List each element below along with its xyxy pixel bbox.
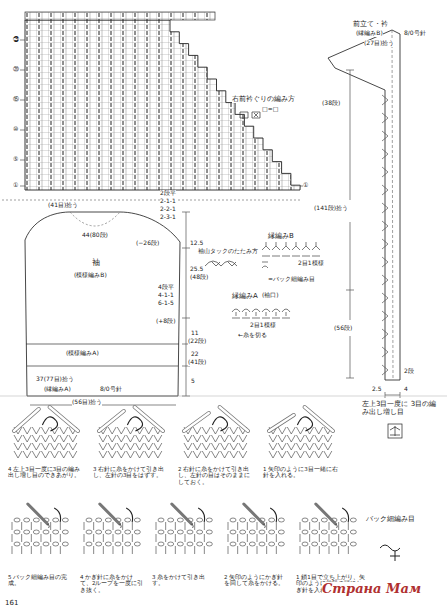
dimension-label: (38段) <box>322 100 340 107</box>
dimension-label: (模様編みB) <box>74 272 107 279</box>
dimension-label: 袖 <box>92 258 100 267</box>
dimension-label: (袖口) <box>262 292 279 299</box>
dimension-label: 12.5 <box>190 240 203 247</box>
dimension-label: 8/0号針 <box>404 30 426 37</box>
row-number: ⑳ <box>13 66 19 73</box>
dimension-label: 4 <box>404 386 408 393</box>
dimension-label: (48段) <box>190 274 208 281</box>
dimension-label: (模様編みA) <box>66 350 99 357</box>
dimension-label: 縁編みA <box>232 292 258 300</box>
dimension-label: 2-2-1 <box>160 206 176 213</box>
dimension-label: 37(77目)拾う <box>36 376 74 383</box>
dimension-label: 4段平 <box>158 284 174 291</box>
dimension-label: (141段)拾う <box>314 205 348 212</box>
row-number: ㉕ <box>13 36 19 43</box>
step-caption: 4 左上3目一度に3目の編み出し増し目のできあがり。 <box>8 466 84 479</box>
dimension-label: 11 <box>191 330 199 337</box>
dimension-label: (56段) <box>334 325 352 332</box>
watermark: Страна Мам <box>322 582 421 597</box>
dimension-label: 2-3-1 <box>160 214 176 221</box>
step-caption: 2 右針に糸をかけて引き出し、左針の目はそのままにしておく。 <box>178 466 254 485</box>
row-number: ⑩ <box>13 126 18 133</box>
row-number: ① <box>303 182 308 189</box>
dimension-label: 6-1-5 <box>158 300 174 307</box>
dimension-label: 2目1模様 <box>298 260 324 267</box>
dimension-label: 2目1模様 <box>250 322 276 329</box>
dimension-label: (−26段) <box>136 240 159 247</box>
dimension-label: =バック細編み目 <box>268 276 315 283</box>
diagram-heading: バック細編み目 <box>366 515 415 523</box>
row-number: ① <box>13 182 18 189</box>
page-number: 161 <box>5 599 18 607</box>
dimension-label: 8/0号針 <box>100 386 122 393</box>
dimension-label: 縁編みB <box>268 232 294 240</box>
dimension-label: 44(80段) <box>82 232 108 239</box>
dimension-label: 2.5 <box>372 386 382 393</box>
dimension-label: 2-1-1 <box>160 198 176 205</box>
dimension-label: ←糸を切る <box>238 332 267 339</box>
dimension-label: (+8段) <box>156 318 176 325</box>
dimension-label: (41目)拾う <box>48 202 78 209</box>
dimension-label: (22段) <box>188 338 206 345</box>
dimension-label: 25.5 <box>190 266 203 273</box>
dimension-label: (縁編みB) <box>356 30 383 37</box>
step-caption: 1 矢印のように3目一緒に右針を入れる。 <box>263 466 343 479</box>
diagram-heading: 左上3目一度に 3目の編み出し増し目 <box>362 400 440 416</box>
dimension-label: (41段) <box>188 359 206 366</box>
row-number: □=□ <box>262 106 278 113</box>
diagram-heading: 袖山タックのたたみ方 <box>198 248 258 255</box>
dimension-label: 22 <box>191 351 199 358</box>
step-caption: 5 バック細編み目の完成。 <box>8 574 72 587</box>
dimension-label: 5 <box>191 378 195 385</box>
diagram-heading: 右前衿ぐりの編み方 <box>232 95 295 103</box>
dimension-label: 前立て・衿 <box>353 20 388 28</box>
row-number: ⑤ <box>13 156 18 163</box>
step-caption: 2 矢印のようにかぎ針を回して糸をかける。 <box>224 574 288 587</box>
dimension-label: 4-1-1 <box>158 292 174 299</box>
dimension-label: 2段平 <box>160 190 176 197</box>
step-caption: 3 糸をかけて引き出す。 <box>152 574 216 587</box>
dimension-label: (27目)拾う <box>364 40 394 47</box>
dimension-label: (縁編みA) <box>44 386 71 393</box>
step-caption: 4 かぎ針に糸をかけて、2ループを一度に引き抜く。 <box>80 574 144 593</box>
dimension-label: (56目)拾う <box>72 399 102 406</box>
row-number: ⑮ <box>13 96 19 103</box>
step-caption: 3 右針に糸をかけて引き出し、左針の3目をはずす。 <box>93 466 169 479</box>
dimension-label: 2段 <box>404 368 414 375</box>
